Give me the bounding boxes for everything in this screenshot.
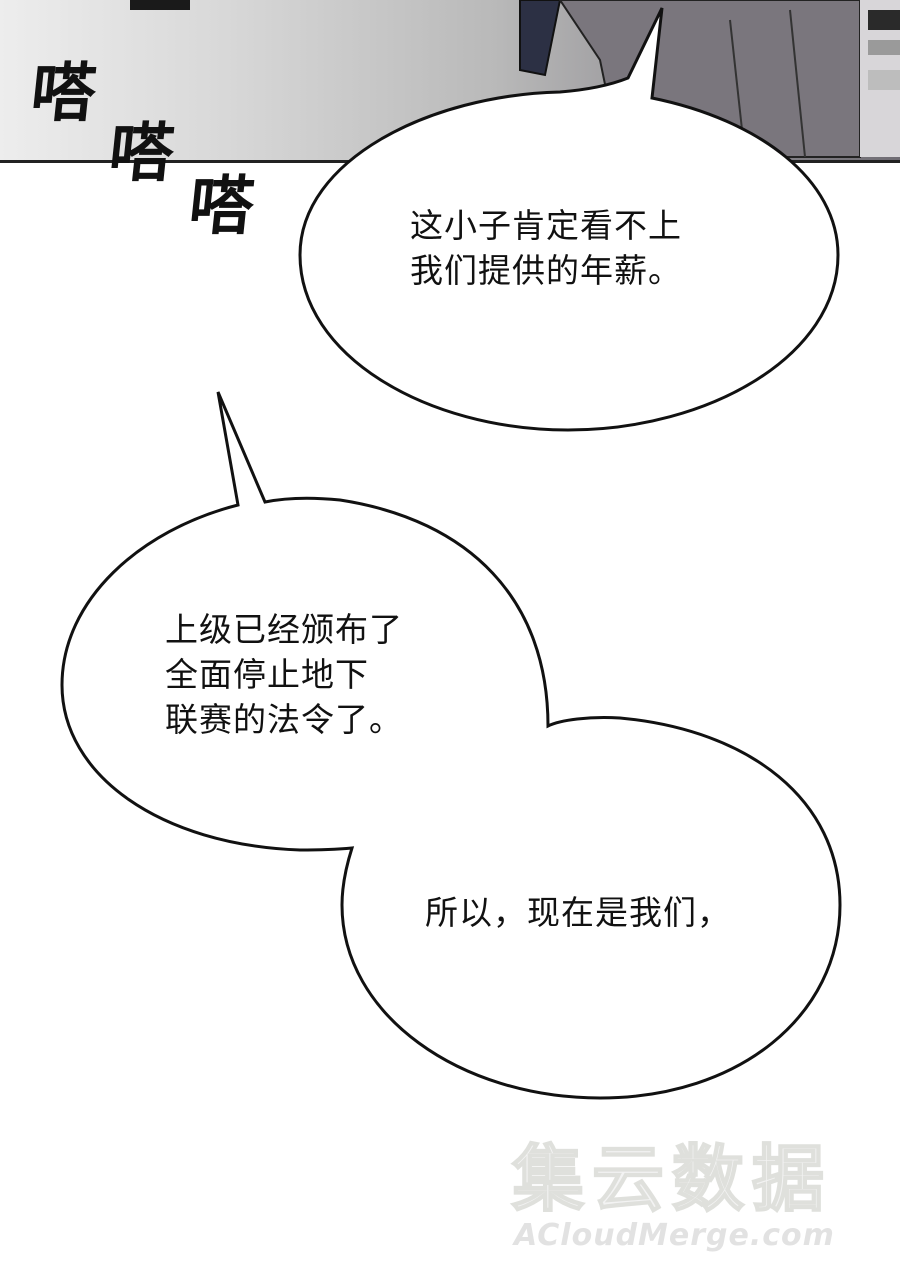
- bubble-2: [60, 391, 842, 1100]
- bubble-2-text: 上级已经颁布了 全面停止地下 联赛的法令了。: [165, 610, 403, 739]
- bubble-1-text: 这小子肯定看不上 我们提供的年薪。: [410, 206, 682, 290]
- sfx-1: 嗒: [27, 57, 98, 131]
- watermark-english: ACloudMerge.com: [514, 1218, 835, 1253]
- sfx-3: 嗒: [185, 170, 256, 244]
- watermark-chinese: 集云数据: [511, 1136, 833, 1222]
- bubble-1: [298, 7, 840, 432]
- sfx-2: 嗒: [105, 117, 176, 191]
- bubble-3-text: 所以，现在是我们，: [425, 893, 731, 932]
